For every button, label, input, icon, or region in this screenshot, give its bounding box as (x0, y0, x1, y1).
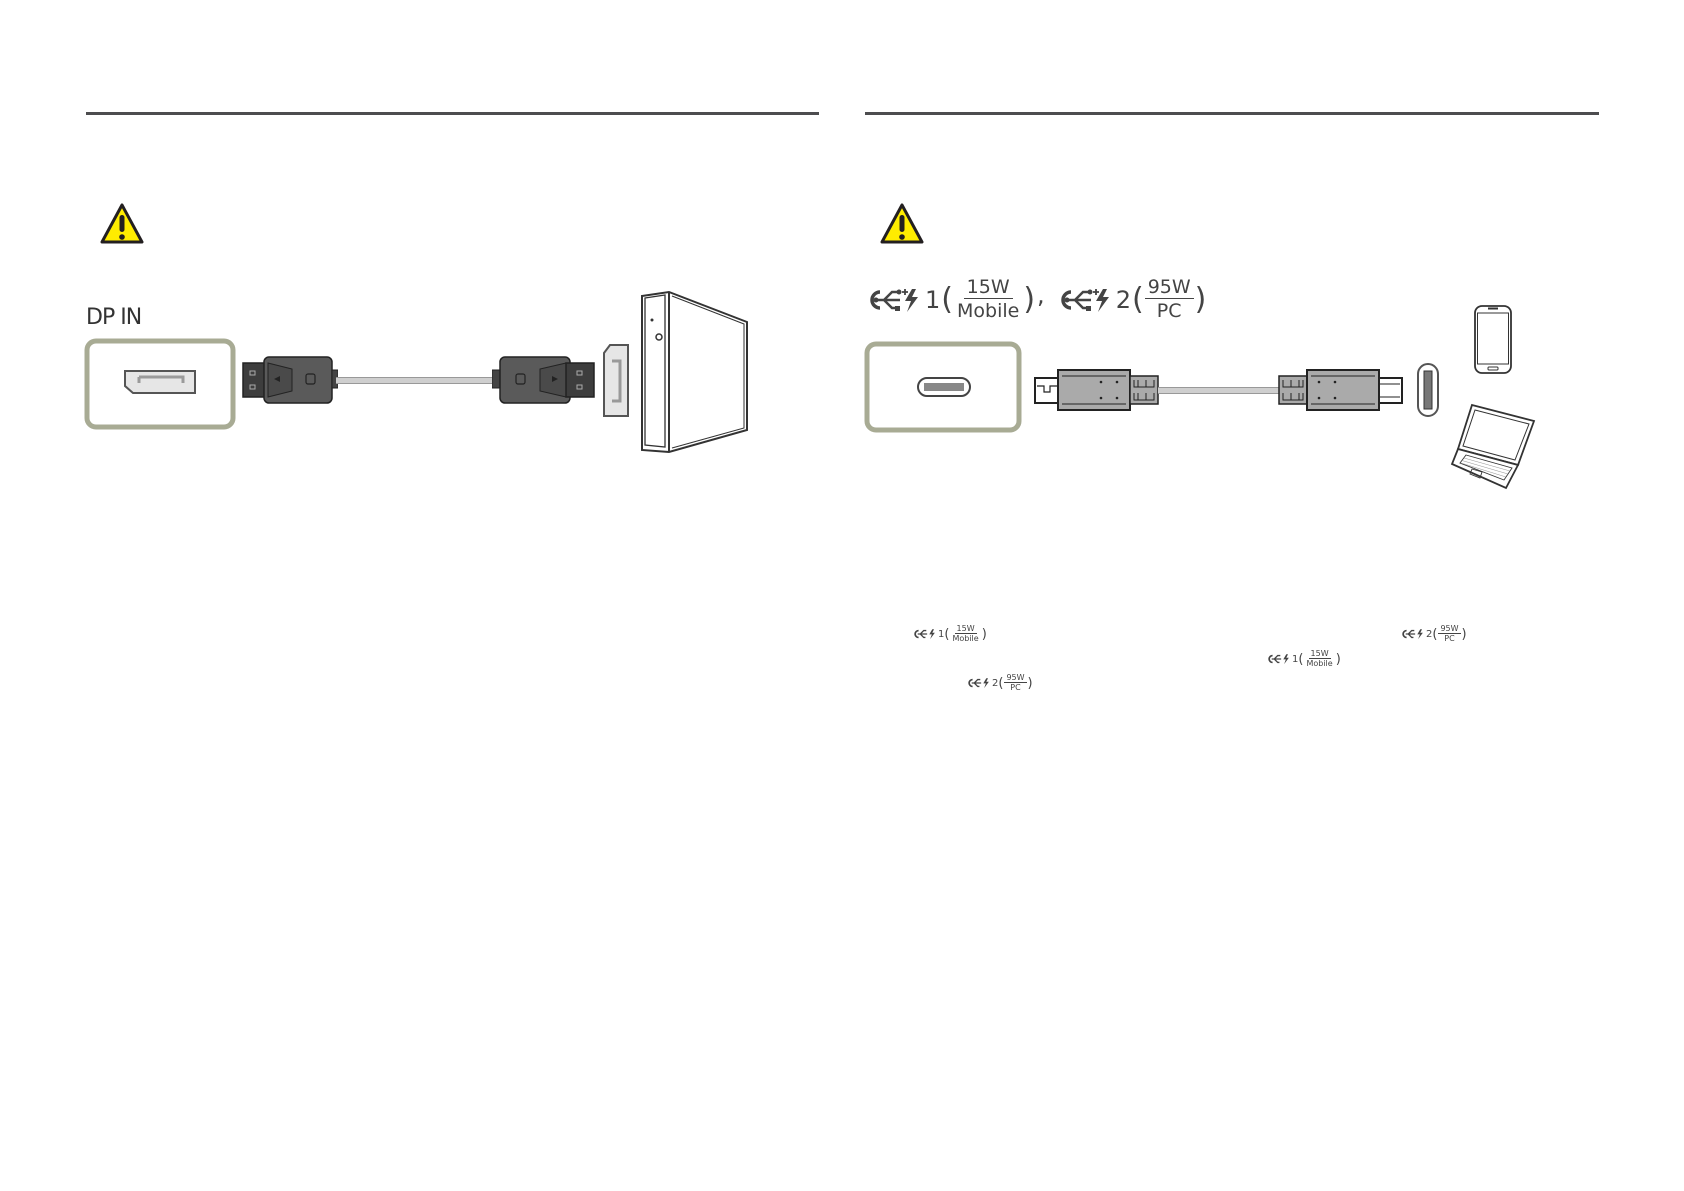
desktop-pc-icon (641, 290, 748, 454)
displayport-port-frame (84, 338, 236, 430)
usb-c-port-icon (917, 377, 971, 397)
usb-c-port-label: 1 ( 15W Mobile ) , 2 ( 95W PC ) (866, 276, 1206, 323)
warning-triangle-icon (880, 203, 924, 244)
displayport-cable (336, 377, 494, 384)
inline-usb-ref-2: 2 ( 95W PC ) (966, 673, 1033, 693)
displayport-receptacle (603, 344, 629, 417)
usb-port-number: 1 (925, 285, 941, 314)
usb-port-number: 2 (1115, 285, 1131, 314)
usb-c-power-icon (968, 678, 989, 689)
power-target: PC (1156, 300, 1182, 322)
usb-c-power-icon (1402, 629, 1423, 640)
displayport-connector-right (492, 356, 595, 404)
right-section-rule (865, 112, 1599, 115)
inline-usb-ref-3: 2 ( 95W PC ) (1400, 624, 1467, 644)
usb-c-power-icon (914, 629, 935, 640)
power-watts: 95W (1144, 276, 1194, 299)
left-section-rule (86, 112, 819, 115)
dp-in-label: DP IN (86, 305, 142, 330)
usb-c-power-icon (1061, 288, 1109, 312)
usb-c-power-icon (870, 288, 918, 312)
power-watts: 15W (963, 276, 1013, 299)
power-fraction: 15W Mobile (954, 276, 1022, 323)
usb-c-receptacle (1417, 363, 1439, 417)
power-fraction: 95W PC (1144, 276, 1194, 323)
inline-usb-ref-4: 1 ( 15W Mobile ) (1266, 649, 1341, 669)
usb-c-connector-right (1278, 369, 1403, 411)
power-target: Mobile (957, 300, 1020, 322)
displayport-port-icon (124, 370, 196, 394)
inline-usb-ref-1: 1 ( 15W Mobile ) (912, 624, 987, 644)
displayport-connector-left (242, 356, 338, 404)
warning-triangle-icon (100, 203, 144, 244)
laptop-icon (1450, 403, 1536, 490)
smartphone-icon (1474, 305, 1512, 374)
usb-c-connector-left (1034, 369, 1159, 411)
usb-c-cable (1158, 387, 1280, 394)
usb-c-port-frame (864, 341, 1022, 433)
usb-c-power-icon (1268, 654, 1289, 665)
